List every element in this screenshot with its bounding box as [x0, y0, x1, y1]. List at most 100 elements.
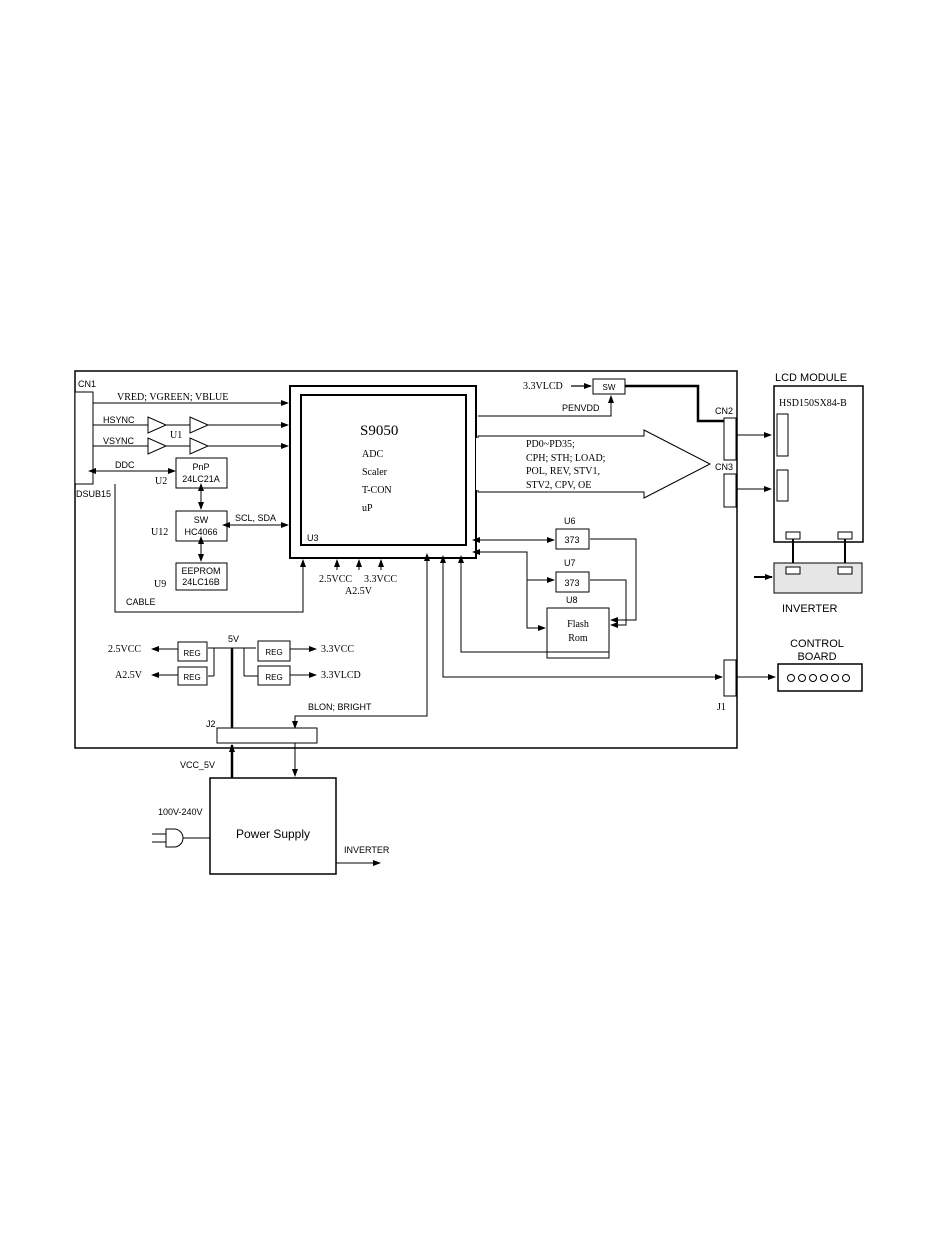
- out-3-3vlcd-label: 3.3VLCD: [321, 670, 361, 681]
- cn3-connector: [723, 473, 737, 508]
- j1-label: J1: [717, 702, 726, 713]
- u7-value: 373: [564, 578, 579, 588]
- lcd-backlight-connector-1: [785, 531, 801, 540]
- cn2-connector: [723, 417, 737, 461]
- blon-bright-line: [292, 553, 430, 729]
- u2-ref: U2: [155, 476, 167, 487]
- u8-line1: Flash: [567, 619, 589, 630]
- inverter-out-label: INVERTER: [344, 845, 390, 855]
- reg-3-3vcc: [257, 640, 291, 662]
- u3-label: U3: [307, 533, 319, 543]
- bus-line-4: STV2, CPV, OE: [526, 480, 591, 491]
- cable-label: CABLE: [126, 597, 156, 607]
- reg-a2-5v-label: REG: [183, 673, 200, 682]
- bus-line-3: POL, REV, STV1,: [526, 466, 600, 477]
- control-board-line2: BOARD: [797, 651, 836, 663]
- reg-3-3vcc-label: REG: [265, 648, 282, 657]
- s9050-u7-link: [472, 549, 555, 583]
- mains-label: 100V-240V: [158, 807, 203, 817]
- cable-line: [114, 484, 306, 613]
- pwr-label-a2-5v: A2.5V: [345, 586, 373, 597]
- out-2-5vcc-label: 2.5VCC: [108, 644, 141, 655]
- j2-connector: [216, 727, 318, 744]
- u2-line1: PnP: [192, 462, 209, 472]
- u12-line2: HC4066: [184, 527, 217, 537]
- reg-2-5vcc-label: REG: [183, 649, 200, 658]
- vcc-5v-label: VCC_5V: [180, 760, 215, 770]
- j1-connector: [723, 659, 737, 697]
- u6-ref: U6: [564, 516, 576, 526]
- control-button-1: [787, 674, 795, 682]
- control-button-4: [820, 674, 828, 682]
- u9-line2: 24LC16B: [182, 577, 220, 587]
- s9050-title: S9050: [360, 423, 398, 439]
- u9-eeprom-chip: [175, 562, 228, 591]
- panel-data-bus-arrow: [477, 429, 712, 499]
- s9050-function-scaler: Scaler: [362, 467, 388, 478]
- u9-line1: EEPROM: [181, 566, 220, 576]
- s9050-function-adc: ADC: [362, 449, 383, 460]
- control-button-3: [809, 674, 817, 682]
- ac-plug-icon: [152, 828, 210, 848]
- u7-ref: U7: [564, 558, 576, 568]
- blon-bright-label: BLON; BRIGHT: [308, 702, 372, 712]
- bus-line-2: CPH; STH; LOAD;: [526, 453, 606, 464]
- hsync-label: HSYNC: [103, 415, 135, 425]
- dsub15-label: DSUB15: [76, 489, 111, 499]
- reg-3-3vlcd-label: REG: [265, 673, 282, 682]
- control-button-6: [842, 674, 850, 682]
- bus-arrow-mask: [476, 438, 480, 490]
- main-board-outline: [74, 370, 738, 749]
- pwr-label-2-5vcc: 2.5VCC: [319, 574, 352, 585]
- cn1-connector: [74, 391, 94, 485]
- lcd-module-box: [773, 385, 864, 543]
- switch-to-cn2-line: [625, 384, 724, 423]
- out-a2-5v-label: A2.5V: [115, 670, 143, 681]
- power-supply-box: [209, 777, 337, 875]
- u8-ref: U8: [566, 595, 578, 605]
- u12-line1: SW: [194, 515, 209, 525]
- s9050-j1-link: [440, 555, 723, 680]
- u6-value: 373: [564, 535, 579, 545]
- power-supply-label: Power Supply: [236, 827, 310, 841]
- vsync-buffer-2: [189, 437, 210, 455]
- u1-label: U1: [170, 430, 182, 441]
- bus-line-1: PD0~PD35;: [526, 439, 575, 450]
- u6-latch: [555, 528, 590, 550]
- v33lcd-in-label: 3.3VLCD: [523, 381, 563, 392]
- s9050-chip: [300, 394, 467, 546]
- lcd-connector-b: [776, 469, 789, 502]
- penvdd-line: [478, 395, 614, 417]
- cn3-label: CN3: [715, 462, 733, 472]
- control-board-line1: CONTROL: [790, 638, 844, 650]
- lcd-connector-a: [776, 413, 789, 457]
- scl-sda-label: SCL, SDA: [235, 513, 276, 523]
- s9050-function-up: uP: [362, 503, 373, 514]
- u12-ref: U12: [151, 527, 168, 538]
- reg-2-5vcc: [177, 641, 208, 662]
- rgb-label: VRED; VGREEN; VBLUE: [117, 392, 228, 403]
- out-3-3vcc-label: 3.3VCC: [321, 644, 354, 655]
- hsync-buffer-1: [147, 416, 168, 434]
- s9050-function-tcon: T-CON: [362, 485, 392, 496]
- j2-label: J2: [206, 719, 216, 729]
- u8-line2: Rom: [568, 633, 588, 644]
- vsync-label: VSYNC: [103, 436, 135, 446]
- control-button-5: [831, 674, 839, 682]
- cn2-label: CN2: [715, 406, 733, 416]
- hsync-buffer-2: [189, 416, 210, 434]
- pwr-label-3-3vcc: 3.3VCC: [364, 574, 397, 585]
- inverter-label: INVERTER: [782, 603, 837, 615]
- lcd-backlight-connector-2: [837, 531, 853, 540]
- inverter-connector-1: [785, 566, 801, 575]
- bus-to-u8-link: [526, 580, 546, 631]
- lcd-power-switch-label: SW: [603, 383, 616, 392]
- inverter-connector-2: [837, 566, 853, 575]
- lcd-module-title: LCD MODULE: [775, 372, 847, 384]
- u9-ref: U9: [154, 579, 166, 590]
- u2-line2: 24LC21A: [182, 474, 220, 484]
- ddc-label: DDC: [115, 460, 135, 470]
- lcd-module-model: HSD150SX84-B: [779, 398, 847, 409]
- cn1-label: CN1: [78, 379, 96, 389]
